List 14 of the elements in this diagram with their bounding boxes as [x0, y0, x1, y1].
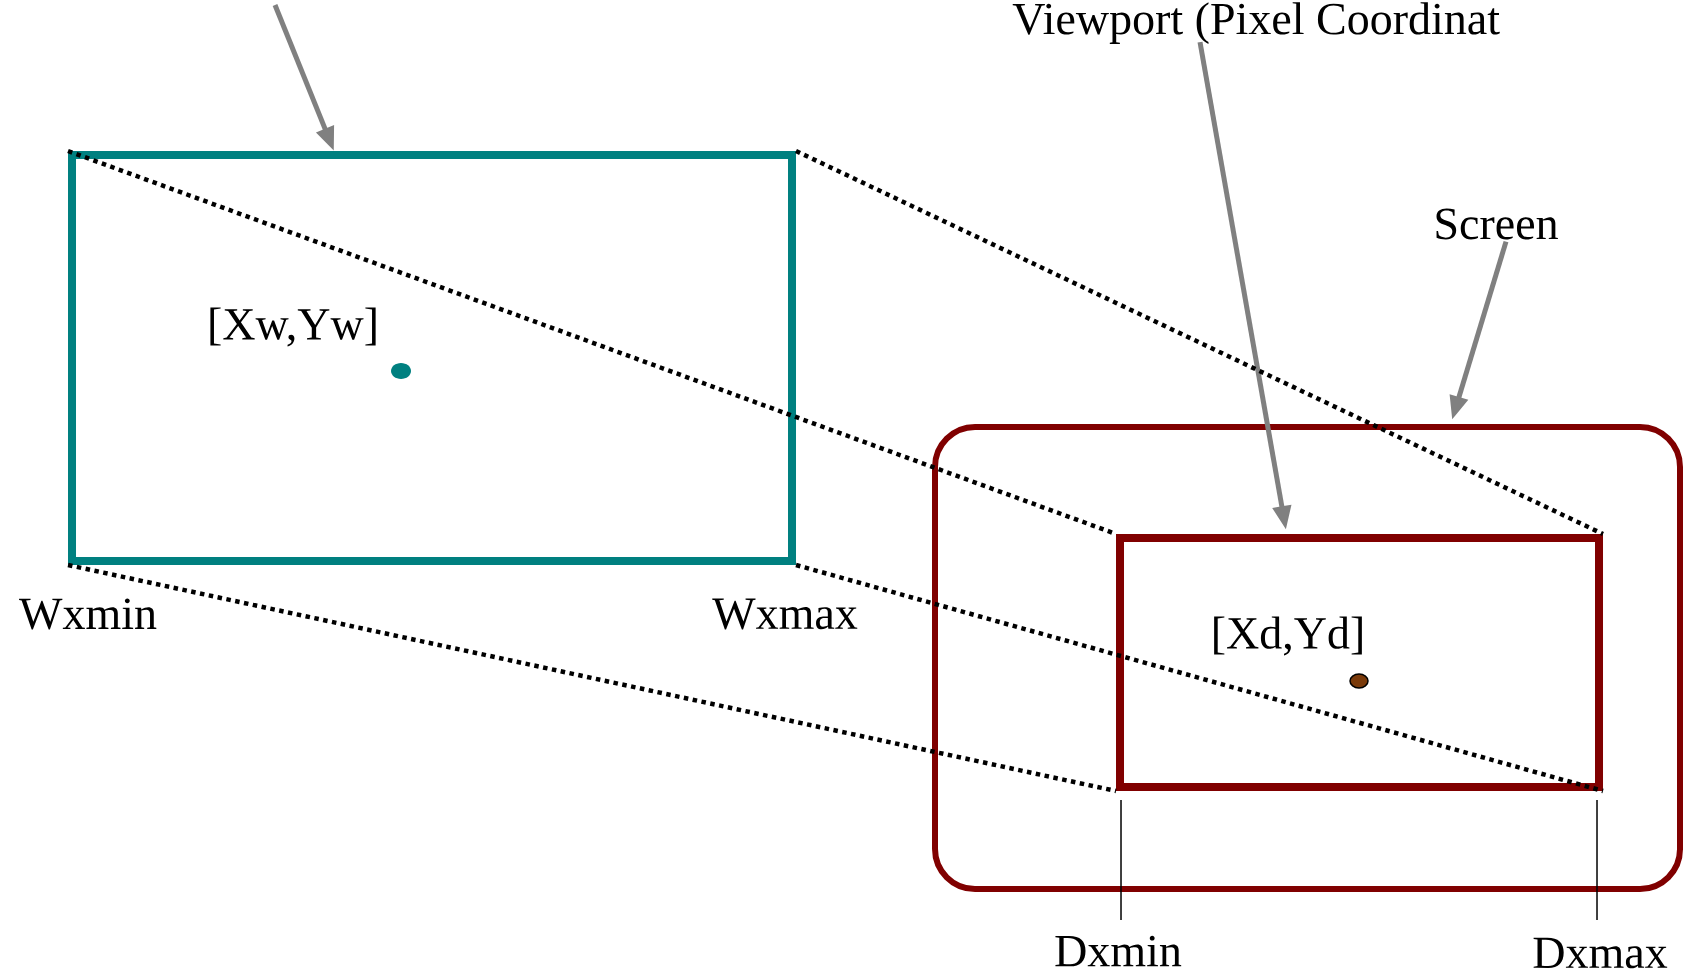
dotted-line — [67, 562, 1117, 794]
axis-label: Wxmin — [19, 598, 157, 630]
screen-box — [932, 424, 1683, 892]
dotted-line — [795, 562, 1604, 794]
axis-label: Dxmin — [1055, 935, 1182, 967]
viewport-box — [1116, 534, 1603, 791]
screen-label: Screen — [1436, 208, 1558, 240]
coordinate-label: [Xw,Yw] — [210, 307, 376, 347]
axis-label: Dxmax — [1533, 937, 1668, 969]
dotted-line — [795, 148, 1604, 537]
viewport-label: Viewport (Pixel Coordinat — [1012, 2, 1500, 44]
axis-label: Wxmax — [712, 598, 858, 630]
coordinate-label: [Xd,Yd] — [1214, 616, 1362, 656]
window-box — [68, 151, 796, 565]
